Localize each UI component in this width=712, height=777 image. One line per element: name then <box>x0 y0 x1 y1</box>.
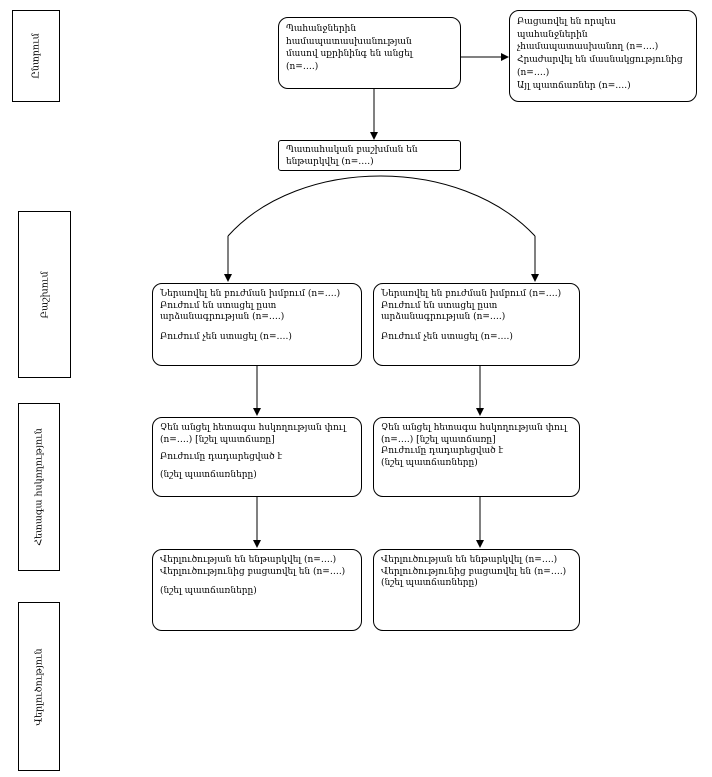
box-line: (նշել պատճառները) <box>381 578 478 588</box>
box-line: մասով սքրինինգ են անցել <box>286 49 413 59</box>
box-line: Բուժում չեն ստացել (n=….) <box>160 331 292 342</box>
box-line: (նշել պատճառները) <box>160 469 257 480</box>
stage-enrollment-label: Ընտրում <box>30 33 42 79</box>
randomized-box: Պատահական բաշխման են ենթարկվել (n=….) <box>278 140 461 171</box>
analysis-left-box: Վերլուծության են ենթարկվել (n=….) Վերլու… <box>152 549 362 631</box>
stage-allocation: Բաշխում <box>18 211 71 378</box>
stage-follow-up-label: Հետագա հսկողություն <box>33 428 45 546</box>
box-line: Չեն անցել հետագա հսկողության փուլ <box>381 423 567 433</box>
box-line: համապատասխանության <box>286 36 412 47</box>
allocation-left-box: Ներառվել են բուժման խմբում (n=….) Բուժու… <box>152 283 362 366</box>
followup-left-box: Չեն անցել հետագա հսկողության փուլ (n=….)… <box>152 417 362 497</box>
box-line: Վերլուծությունից բացառվել են (n=….) <box>381 566 567 577</box>
box-line: (նշել պատճառները) <box>160 586 257 596</box>
box-line: Ներառվել են բուժման խմբում (n=….) <box>381 289 562 299</box>
followup-right-box: Չեն անցել հետագա հսկողության փուլ (n=….)… <box>373 417 580 497</box>
box-line: Բուժում են ստացել ըստ <box>160 300 277 311</box>
box-line: (n=….) [նշել պատճառը] <box>160 434 275 445</box>
box-line: (նշել պատճառները) <box>381 457 478 468</box>
box-line: չհամապատասխանող (n=….) <box>517 42 659 53</box>
box-line: Հրաժարվել են մասնակցությունից <box>517 55 683 66</box>
allocation-right-box: Ներառվել են բուժման խմբում (n=….) Բուժու… <box>373 283 580 366</box>
box-line: Բուժում են ստացել ըստ <box>381 300 498 311</box>
box-line: Չեն անցել հետագա հսկողության փուլ <box>160 423 346 433</box>
box-line: Պահանջներին <box>286 24 357 34</box>
box-line: (n=….) <box>286 61 319 72</box>
box-line: Վերլուծության են ենթարկվել (n=….) <box>160 555 337 565</box>
analysis-right-box: Վերլուծության են ենթարկվել (n=….) Վերլու… <box>373 549 580 631</box>
stage-enrollment: Ընտրում <box>12 10 60 102</box>
box-line: պահանջներին <box>517 29 588 40</box>
stage-analysis: Վերլուծություն <box>18 602 60 771</box>
stage-allocation-label: Բաշխում <box>39 270 50 319</box>
box-line: Բուժում չեն ստացել (n=….) <box>381 331 513 342</box>
box-line: (n=….) [նշել պատճառը] <box>381 434 496 445</box>
split-arc <box>227 175 536 237</box>
box-line: (n=….) <box>517 67 550 78</box>
box-line: Բուժումը դադարեցված է <box>160 452 283 462</box>
box-line: Պատահական բաշխման են <box>286 145 418 155</box>
stage-follow-up: Հետագա հսկողություն <box>18 403 60 571</box>
stage-analysis-label: Վերլուծություն <box>33 647 45 726</box>
box-line: Վերլուծությունից բացառվել են (n=….) <box>160 566 346 577</box>
box-line: Ներառվել են բուժման խմբում (n=….) <box>160 289 341 299</box>
excluded-box: Բացառվել են որպես պահանջներին չհամապատաս… <box>509 10 697 102</box>
assessed-for-eligibility-box: Պահանջներին համապատասխանության մասով սքր… <box>278 17 461 89</box>
box-line: արձանագրության (n=….) <box>381 312 506 322</box>
box-line: Այլ պատճառներ (n=….) <box>517 80 631 91</box>
box-line: Բուժումը դադարեցված է <box>381 446 504 456</box>
box-line: Բացառվել են որպես <box>517 17 616 27</box>
box-line: ենթարկվել (n=….) <box>286 156 374 167</box>
box-line: արձանագրության (n=….) <box>160 312 285 322</box>
box-line: Վերլուծության են ենթարկվել (n=….) <box>381 555 558 565</box>
